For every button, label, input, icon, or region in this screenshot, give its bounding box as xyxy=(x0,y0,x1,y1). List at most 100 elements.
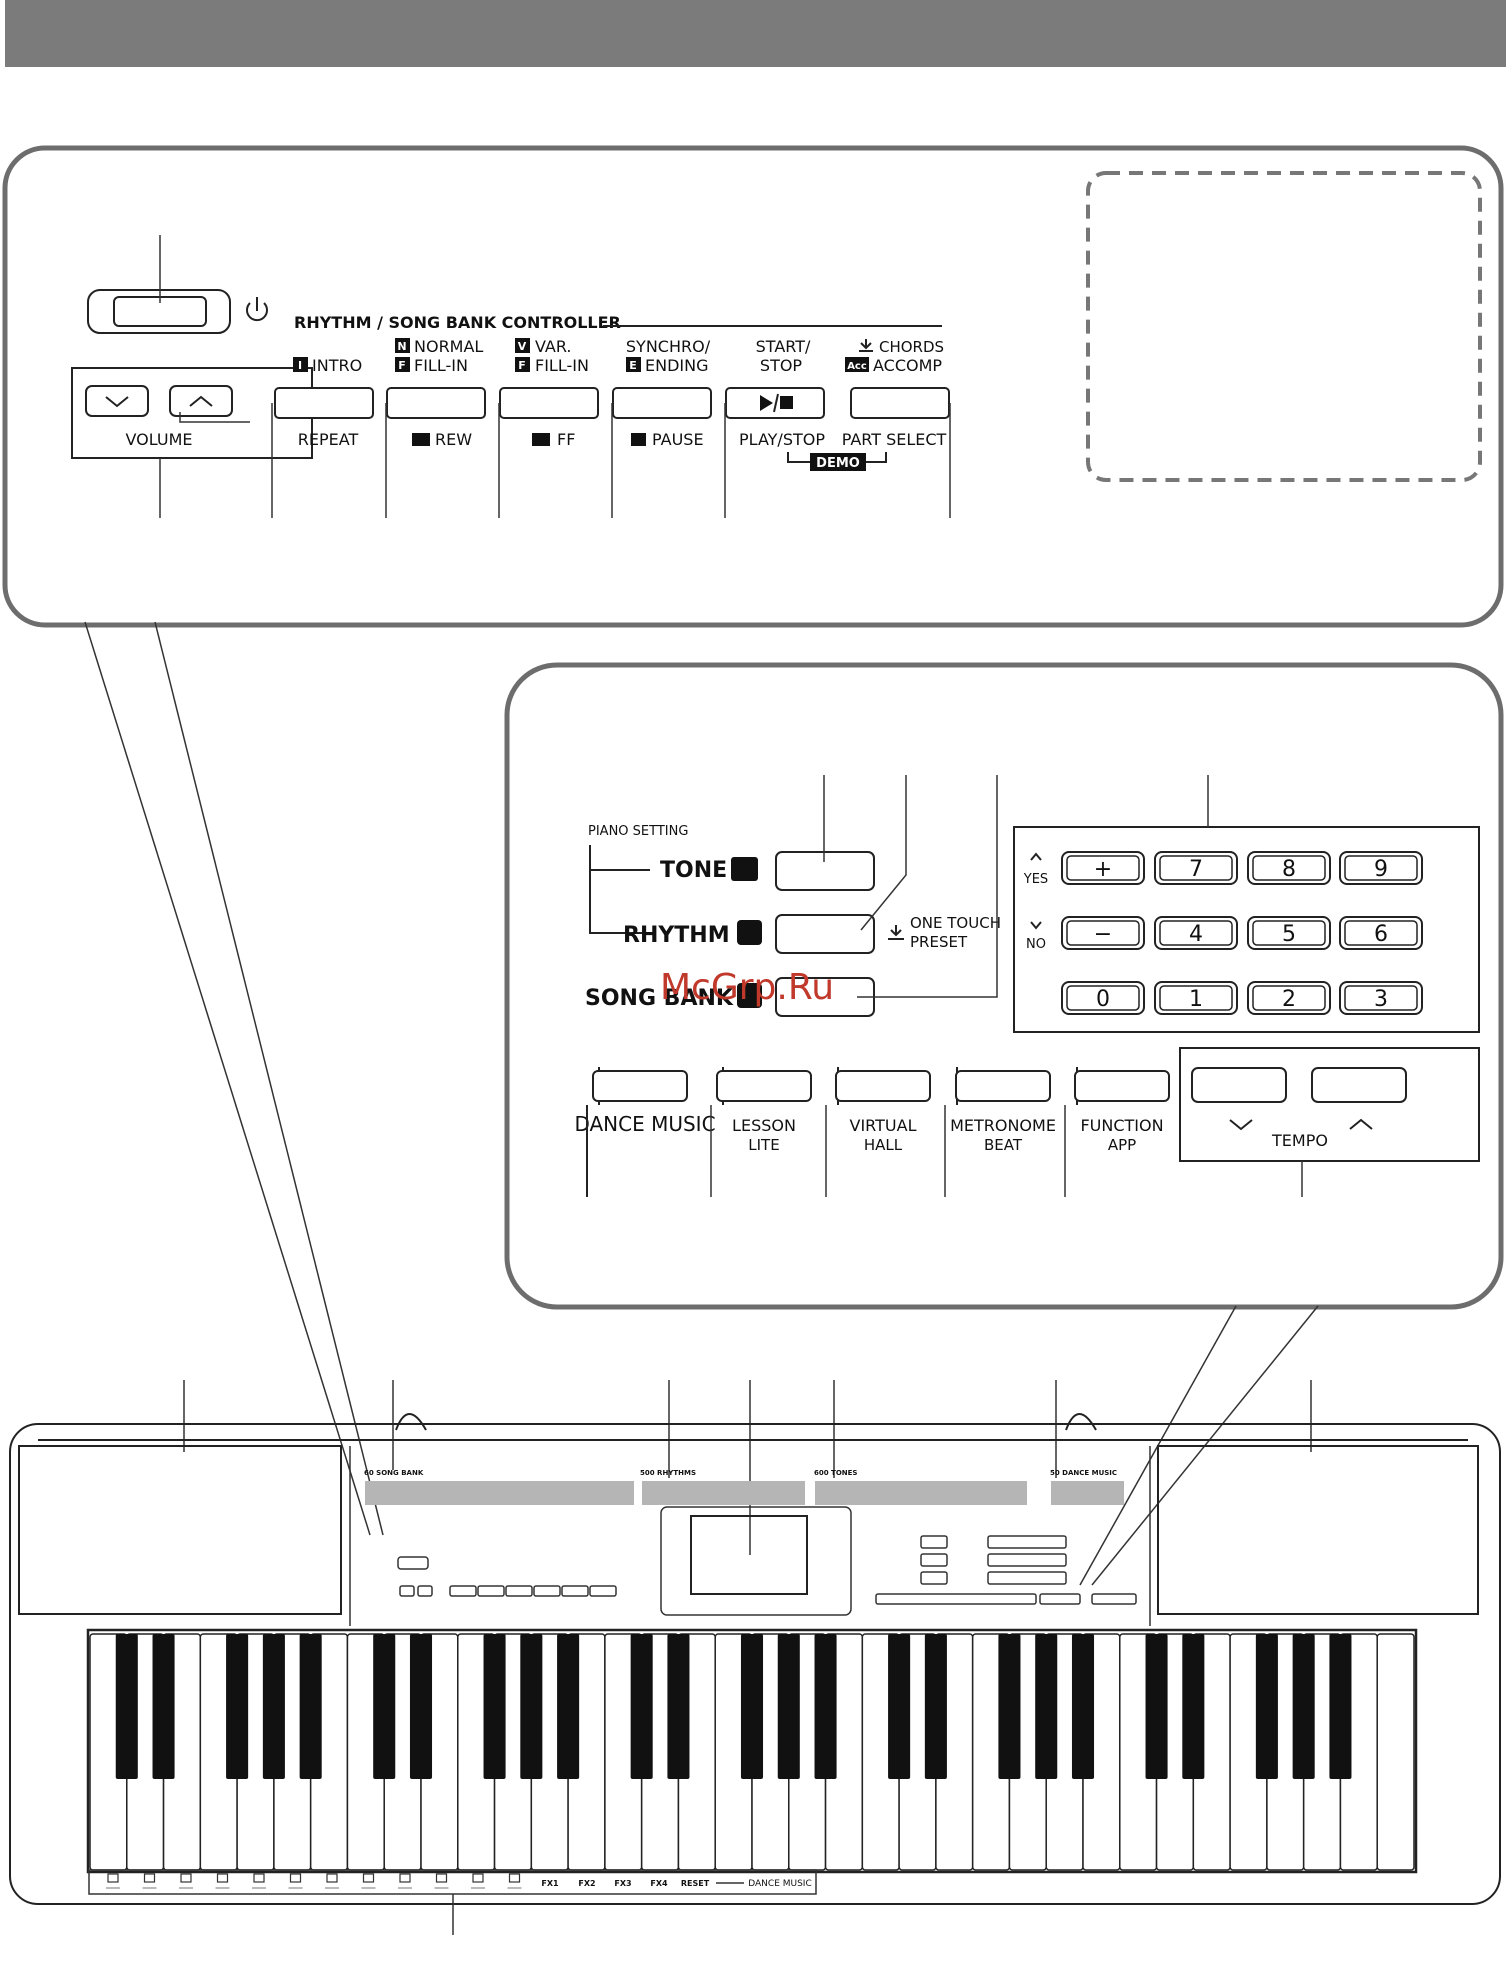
black-key[interactable] xyxy=(1292,1634,1315,1779)
var-fillin-ff-button[interactable] xyxy=(499,387,599,419)
yes-label: YES xyxy=(1023,872,1048,887)
black-key[interactable] xyxy=(1035,1634,1058,1779)
keypad-key-inner xyxy=(1066,985,1140,1011)
normal-fillin-rew-button[interactable] xyxy=(386,387,486,419)
fx3-label: FX3 xyxy=(614,1879,631,1888)
function-button-sublabel: APP xyxy=(1108,1136,1136,1154)
keypad-key[interactable] xyxy=(1339,981,1423,1015)
drum-pad-icon xyxy=(107,1873,119,1883)
intro-repeat-button[interactable] xyxy=(274,387,374,419)
black-key[interactable] xyxy=(373,1634,396,1779)
mini-right-controls xyxy=(875,1535,1137,1605)
tempo-chevron-up-icon xyxy=(1349,1118,1373,1130)
accomp-label: ACCOMP xyxy=(873,356,942,375)
keypad-key-inner xyxy=(1252,985,1326,1011)
function-button[interactable] xyxy=(835,1070,931,1102)
top-callout-panel xyxy=(2,145,1504,628)
black-key[interactable] xyxy=(520,1634,543,1779)
keypad-key-inner xyxy=(1159,985,1233,1011)
fillin-label: FILL-IN xyxy=(414,356,468,375)
fillin-label-2: FILL-IN xyxy=(535,356,589,375)
ending-icon xyxy=(626,357,641,372)
black-key[interactable] xyxy=(115,1634,138,1779)
rhythm-button[interactable] xyxy=(775,914,875,954)
rewind-icon xyxy=(412,433,430,446)
function-button[interactable] xyxy=(716,1070,812,1102)
chords-label: CHORDS xyxy=(879,338,944,356)
keypad-key-inner xyxy=(1159,920,1233,946)
black-key[interactable] xyxy=(998,1634,1021,1779)
tempo-up-button[interactable] xyxy=(1311,1067,1407,1103)
drum-pad-icon xyxy=(180,1873,192,1883)
keypad-key[interactable] xyxy=(1247,851,1331,885)
function-button[interactable] xyxy=(592,1070,688,1102)
accomp-part-select-button[interactable] xyxy=(850,387,950,419)
black-key[interactable] xyxy=(299,1634,322,1779)
keypad-key[interactable] xyxy=(1339,916,1423,950)
keyboard-body: 60 SONG BANK 500 RHYTHMS 600 TONES 50 DA… xyxy=(9,1380,1501,1935)
function-button[interactable] xyxy=(1074,1070,1170,1102)
keypad-key[interactable] xyxy=(1154,916,1238,950)
right-speaker-area xyxy=(1157,1445,1479,1615)
function-button-label: METRONOME xyxy=(950,1116,1056,1135)
volume-up-button[interactable] xyxy=(169,385,233,417)
black-key[interactable] xyxy=(888,1634,911,1779)
black-key[interactable] xyxy=(814,1634,837,1779)
black-key[interactable] xyxy=(1182,1634,1205,1779)
keypad-key[interactable] xyxy=(1061,981,1145,1015)
keypad-key-label: 7 xyxy=(1189,857,1203,882)
keypad-key[interactable] xyxy=(1061,851,1145,885)
function-button-label: VIRTUAL xyxy=(850,1116,917,1135)
black-key[interactable] xyxy=(226,1634,249,1779)
tempo-down-button[interactable] xyxy=(1191,1067,1287,1103)
keypad-key-label: 2 xyxy=(1282,987,1296,1012)
black-key[interactable] xyxy=(630,1634,653,1779)
black-key[interactable] xyxy=(557,1634,580,1779)
volume-down-button[interactable] xyxy=(85,385,149,417)
svg-text:Acc: Acc xyxy=(847,361,867,372)
tone-button[interactable] xyxy=(775,851,875,891)
var-icon xyxy=(515,338,530,353)
black-key[interactable] xyxy=(152,1634,175,1779)
keypad-key[interactable] xyxy=(1339,851,1423,885)
stop-label: STOP xyxy=(760,356,803,375)
black-key[interactable] xyxy=(740,1634,764,1779)
intro-label: INTRO xyxy=(312,356,362,375)
function-button[interactable] xyxy=(955,1070,1051,1102)
black-key[interactable] xyxy=(1329,1634,1352,1779)
piano-keys-icon xyxy=(731,857,758,881)
repeat-label: REPEAT xyxy=(298,430,359,449)
black-key[interactable] xyxy=(1255,1634,1278,1779)
keypad-key[interactable] xyxy=(1247,981,1331,1015)
drum-pad-icon xyxy=(435,1873,448,1883)
svg-text:N: N xyxy=(397,340,406,353)
white-key[interactable] xyxy=(1376,1633,1415,1871)
drum-pad-icon xyxy=(472,1873,484,1883)
black-key[interactable] xyxy=(924,1634,947,1779)
black-key[interactable] xyxy=(262,1634,285,1779)
keypad-key[interactable] xyxy=(1154,981,1238,1015)
black-key[interactable] xyxy=(483,1634,506,1779)
keypad-key[interactable] xyxy=(1154,851,1238,885)
drum-pad-icon xyxy=(143,1873,156,1883)
middle-callout-panel xyxy=(504,662,1504,1310)
tempo-chevron-down-icon xyxy=(1229,1119,1253,1131)
keypad-key[interactable] xyxy=(1247,916,1331,950)
black-key[interactable] xyxy=(667,1634,690,1779)
black-key[interactable] xyxy=(409,1634,433,1779)
piano-setting-label: PIANO SETTING xyxy=(588,824,688,839)
keypad-key-inner xyxy=(1344,920,1418,946)
black-key[interactable] xyxy=(777,1634,800,1779)
black-key[interactable] xyxy=(1071,1634,1095,1779)
keypad-key[interactable] xyxy=(1061,916,1145,950)
reset-label: RESET xyxy=(681,1879,710,1888)
drum-pad-icons xyxy=(106,1873,522,1889)
black-key[interactable] xyxy=(1145,1634,1168,1779)
keypad-key-inner xyxy=(1344,855,1418,881)
keypad-key-label: 6 xyxy=(1374,922,1388,947)
keypad-key-inner xyxy=(1159,855,1233,881)
drum-pad-icon xyxy=(508,1873,521,1883)
synchro-ending-pause-button[interactable] xyxy=(612,387,712,419)
display-frame xyxy=(660,1506,852,1616)
keypad-key-inner xyxy=(1252,855,1326,881)
